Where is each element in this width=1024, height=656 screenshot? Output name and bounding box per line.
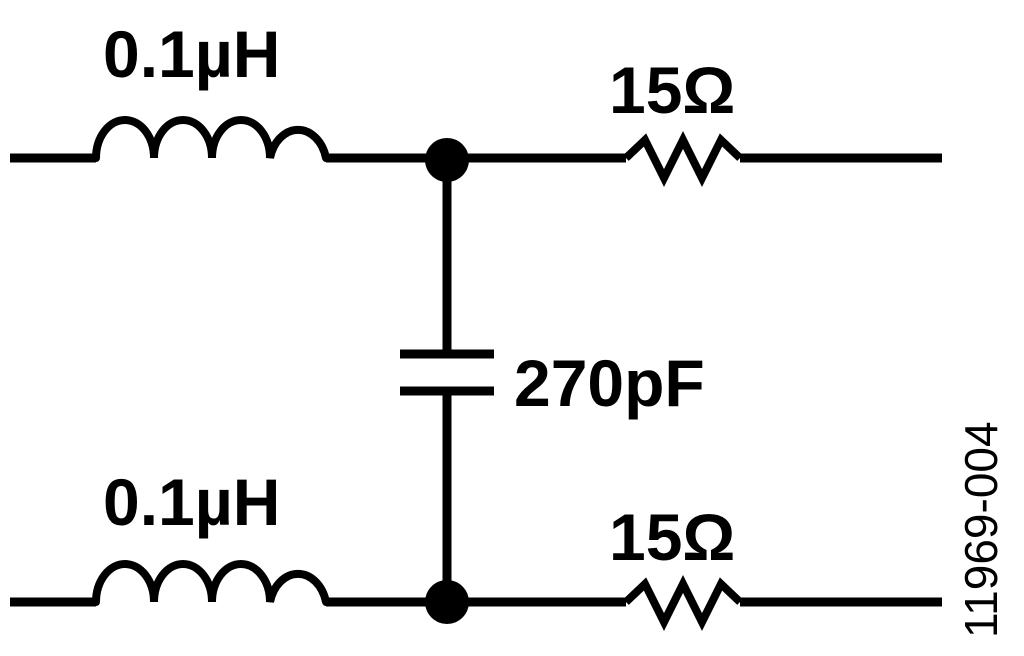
top-resistor-label: 15Ω — [609, 53, 735, 127]
bottom-inductor-label: 0.1µH — [103, 465, 280, 539]
top-resistor — [623, 131, 743, 187]
bottom-resistor-label: 15Ω — [609, 500, 735, 574]
capacitor-label: 270pF — [514, 346, 705, 420]
bottom-junction-node — [425, 580, 469, 624]
top-junction-node — [425, 138, 469, 182]
top-inductor — [92, 116, 330, 162]
top-inductor-label: 0.1µH — [103, 17, 280, 91]
bottom-inductor — [92, 560, 330, 606]
bottom-resistor — [623, 575, 743, 631]
figure-id-label: 11969-004 — [955, 421, 1007, 638]
